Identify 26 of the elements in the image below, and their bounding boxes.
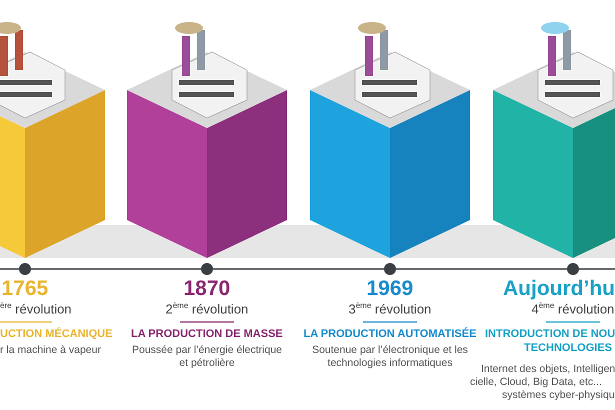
year-label: 1765 xyxy=(2,276,48,302)
era-description: cielle, Cloud, Big Data, etc... xyxy=(470,376,602,389)
era-description: r la machine à vapeur xyxy=(0,344,101,357)
timeline-dot xyxy=(201,263,213,275)
timeline-line xyxy=(396,268,567,270)
era-title: LA PRODUCTION DE MASSE xyxy=(131,328,283,342)
era-description: Soutenue par l’électronique et les technologies informatiques xyxy=(311,344,469,370)
era-description: systèmes cyber-physiqu xyxy=(502,389,615,402)
timeline-line xyxy=(31,268,201,270)
era-description: Poussée par l’énergie électrique et pétrolière xyxy=(130,344,283,370)
year-label: Aujourd’hu xyxy=(503,276,615,302)
year-label: 1870 xyxy=(184,276,230,302)
timeline-dot xyxy=(384,263,396,275)
era-title: TECHNOLOGIES xyxy=(524,342,612,356)
era-title: INTRODUCTION DE NOU xyxy=(485,328,615,342)
year-label: 1969 xyxy=(366,276,414,302)
era-description: Internet des objets, Intelligen xyxy=(481,363,615,376)
timeline-line xyxy=(213,268,384,270)
timeline-dot xyxy=(567,263,579,275)
revolution-label: 2$^{ème}$ révolution xyxy=(166,301,248,317)
timeline-dot xyxy=(19,263,31,275)
revolution-label: 3$^{ème}$ révolution xyxy=(348,301,432,317)
revolution-label: 4$^{ème}$ révolution xyxy=(532,301,614,317)
era-title: LA PRODUCTION AUTOMATISÉE xyxy=(304,328,476,342)
era-title: UCTION MÉCANIQUE xyxy=(0,328,112,342)
revolution-label: $^{ère}$ révolution xyxy=(0,301,72,317)
